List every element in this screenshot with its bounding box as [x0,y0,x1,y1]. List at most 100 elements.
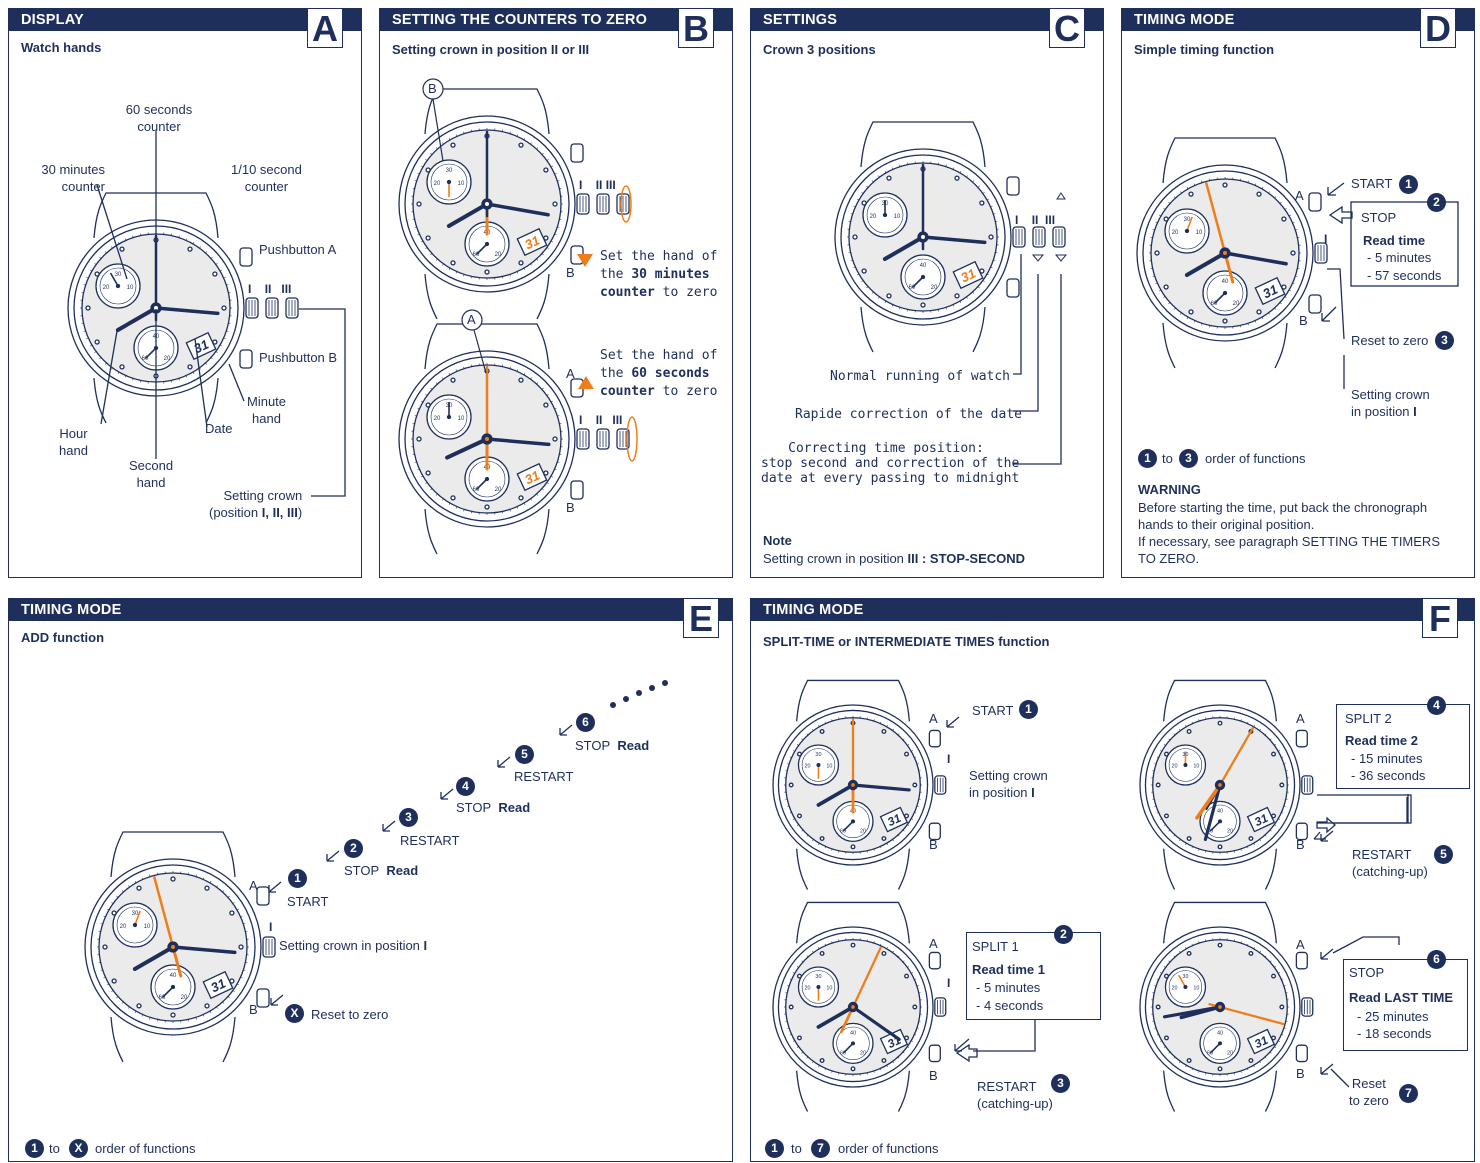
e-dots [9,599,734,1163]
order-badge: 1 [1019,700,1038,719]
order-badge: 2 [344,839,363,858]
crown-pos-labels: I II III [579,177,616,194]
label-start: START [972,702,1013,719]
step-label: RESTART [514,768,573,785]
label-pushbutton-a: Pushbutton A [259,241,336,258]
order-badge: 3 [1051,1074,1070,1093]
label-last-minutes: - 25 minutes [1357,1008,1429,1025]
order-badge: 6 [1427,950,1446,969]
label-push-a: A [1296,710,1305,727]
label-push-b: B [566,264,575,281]
label-push-a: A [929,935,938,952]
panel-split-time: TIMING MODE F SPLIT-TIME or INTERMEDIATE… [750,598,1475,1162]
label-push-b: B [929,1067,938,1084]
order-badge: 6 [576,713,595,732]
label-read-time: Read time [1363,232,1425,249]
order-badge: X [285,1004,304,1023]
label-push-b: B [929,836,938,853]
label-split1: SPLIT 1 [972,938,1019,955]
label-read2-seconds: - 36 seconds [1351,767,1425,784]
order-badge: 5 [515,745,534,764]
step-label: START [287,893,328,910]
order-badge: 1 [288,869,307,888]
label-read-last: Read LAST TIME [1349,989,1453,1006]
order-badge: 7 [1399,1084,1418,1103]
c-callouts [751,9,1105,579]
label-start: START [1351,175,1392,192]
order-to: to [49,1140,60,1157]
label-push-a: A [1295,187,1304,204]
label-push-a: A [1296,936,1305,953]
order-badge: 1 [1138,449,1157,468]
crown-pos-label: I [269,919,272,936]
step-label: STOP Read [344,862,418,879]
order-badge: 4 [456,777,475,796]
order-badge: 3 [1179,449,1198,468]
label-correcting-time: Correcting time position:stop second and… [761,441,1011,486]
label-setting-crown: Setting crown in position I [279,937,427,954]
note-heading: Note [763,532,792,549]
step-label: RESTART [400,832,459,849]
order-badge: 1 [1399,175,1418,194]
order-badge: 7 [811,1139,830,1158]
panel-setting-counters: SETTING THE COUNTERS TO ZERO B Setting c… [379,8,733,578]
label-push-a: A [929,710,938,727]
label-last-seconds: - 18 seconds [1357,1025,1431,1042]
crown-pos-labels: I II III [248,281,291,298]
label-reset: Reset to zero [311,1006,388,1023]
order-text: order of functions [838,1140,938,1157]
crown-pos-label: I [947,751,950,768]
label-rapide-correction: Rapide correction of the date [795,406,1022,423]
crown-pos-labels: I II III [1015,212,1055,229]
label-read-time-1: Read time 1 [972,961,1045,978]
label-read2-minutes: - 15 minutes [1351,750,1423,767]
note-text: Setting crown in position III : STOP-SEC… [763,550,1025,567]
label-read-minutes: - 5 minutes [1367,249,1431,266]
order-badge: 2 [1427,193,1446,212]
label-push-b: B [1296,836,1305,853]
label-push-b2: B [566,499,575,516]
label-pushbutton-b: Pushbutton B [259,349,337,366]
order-badge: 4 [1427,696,1446,715]
order-badge: 1 [25,1139,44,1158]
label-restart: RESTART(catching-up) [977,1078,1053,1112]
warning-heading: WARNING [1138,481,1201,498]
step-label: STOP Read [575,737,649,754]
label-stop: STOP [1349,964,1384,981]
label-normal-running: Normal running of watch [830,368,1010,385]
crown-pos-labels: I II III [579,412,622,429]
warning-text: Before starting the time, put back the c… [1138,499,1440,567]
label-date: Date [205,420,232,437]
step-label: STOP Read [456,799,530,816]
order-text: order of functions [1205,450,1305,467]
order-badge: 3 [399,808,418,827]
order-badge: 2 [1054,925,1073,944]
label-push-b: B [249,1001,258,1018]
label-b-circle: B [428,80,437,97]
label-restart: RESTART(catching-up) [1352,846,1428,880]
label-push-a: A [566,365,575,382]
order-badge: X [69,1139,88,1158]
label-read-time-2: Read time 2 [1345,732,1418,749]
label-push-b: B [1296,1065,1305,1082]
order-text: order of functions [95,1140,195,1157]
crown-pos-label: I [947,975,950,992]
label-stop: STOP [1361,209,1396,226]
label-read1-minutes: - 5 minutes [976,979,1040,996]
order-badge: 5 [1434,845,1453,864]
label-push-b: B [1299,312,1308,329]
